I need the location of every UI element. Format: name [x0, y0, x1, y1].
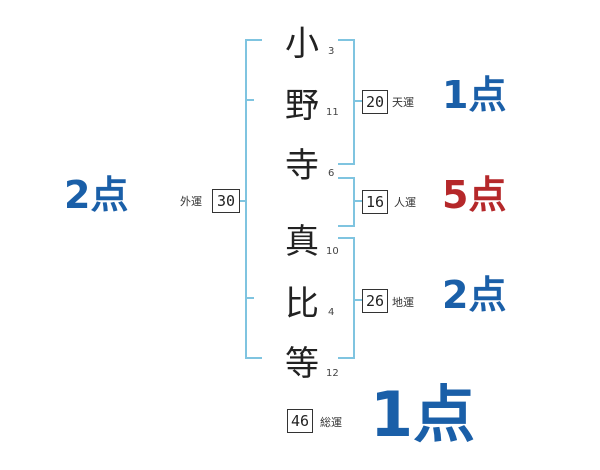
chikaku-value-box: 26	[362, 289, 388, 313]
outer-bracket	[245, 39, 262, 359]
chikaku-bracket	[338, 237, 355, 359]
soukaku-label: 総運	[320, 416, 342, 429]
chikaku-label: 地運	[392, 296, 414, 309]
soukaku-value-box: 46	[287, 409, 313, 433]
name-char-6: 等	[285, 344, 319, 384]
stroke-count-2: 11	[326, 107, 339, 118]
name-char-5: 比	[285, 284, 319, 324]
jinkaku-score: 5点	[442, 173, 507, 217]
tenkaku-score: 1点	[442, 73, 507, 117]
soukaku-score: 1点	[370, 378, 476, 451]
name-char-2: 野	[285, 86, 319, 126]
tenkaku-value-box: 20	[362, 90, 388, 114]
name-char-1: 小	[285, 24, 319, 64]
jinkaku-label: 人運	[394, 196, 416, 209]
jinkaku-bracket	[338, 177, 355, 227]
stroke-count-4: 10	[326, 246, 339, 257]
jinkaku-value-box: 16	[362, 190, 388, 214]
gaikaku-label: 外運	[180, 195, 202, 208]
tenkaku-label: 天運	[392, 96, 414, 109]
tenkaku-bracket	[338, 39, 355, 165]
name-char-4: 真	[285, 222, 319, 262]
stroke-count-1: 3	[328, 46, 335, 57]
stroke-count-6: 12	[326, 368, 339, 379]
stroke-count-5: 4	[328, 307, 335, 318]
gaikaku-score: 2点	[64, 173, 129, 217]
stroke-count-3: 6	[328, 168, 335, 179]
chikaku-score: 2点	[442, 273, 507, 317]
gaikaku-value-box: 30	[212, 189, 240, 213]
name-char-3: 寺	[285, 146, 319, 186]
